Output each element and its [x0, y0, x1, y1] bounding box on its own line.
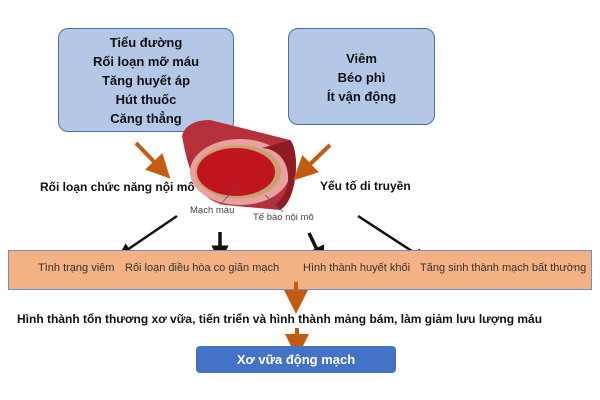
endothelial-cell-label: Tế bào nội mô [253, 212, 314, 223]
risk-factor: Căng thẳng [110, 110, 182, 126]
vessel-label: Mạch máu [190, 205, 235, 216]
risk-factor: Rối loạn mỡ máu [92, 53, 200, 69]
orange-arrow [134, 141, 171, 179]
risk-factors-box: Tiểu đường Rối loạn mỡ máu Tăng huyết áp… [58, 28, 234, 132]
risk-factor: Ít vận động [326, 89, 397, 104]
orange-arrow [293, 143, 332, 181]
mechanism-item: Tăng sinh thành mạch bất thường [420, 262, 587, 274]
black-arrow [118, 214, 178, 256]
genetic-factor-label: Yếu tố di truyền [320, 179, 411, 193]
blood-vessel-illustration [182, 120, 296, 213]
outcome-text: Hình thành tổn thương xơ vữa, tiến triển… [17, 312, 543, 326]
mechanisms-band [8, 250, 592, 290]
risk-factor: Tăng huyết áp [101, 72, 191, 88]
mechanism-item: Rối loạn điều hòa co giãn mạch [125, 262, 280, 274]
mechanism-item: Tình trạng viêm [38, 262, 115, 274]
endothelial-dysfunction-label: Rối loạn chức năng nội mô [40, 180, 195, 194]
risk-factor: Tiểu đường [109, 34, 183, 50]
result-box: Xơ vữa động mạch [196, 346, 396, 373]
risk-factor: Hút thuốc [115, 91, 177, 107]
risk-factor: Viêm [346, 51, 377, 66]
risk-factor: Béo phì [337, 70, 386, 85]
mechanism-item: Hình thành huyết khối [303, 262, 411, 274]
lifestyle-factors-box: Viêm Béo phì Ít vận động [288, 28, 435, 125]
